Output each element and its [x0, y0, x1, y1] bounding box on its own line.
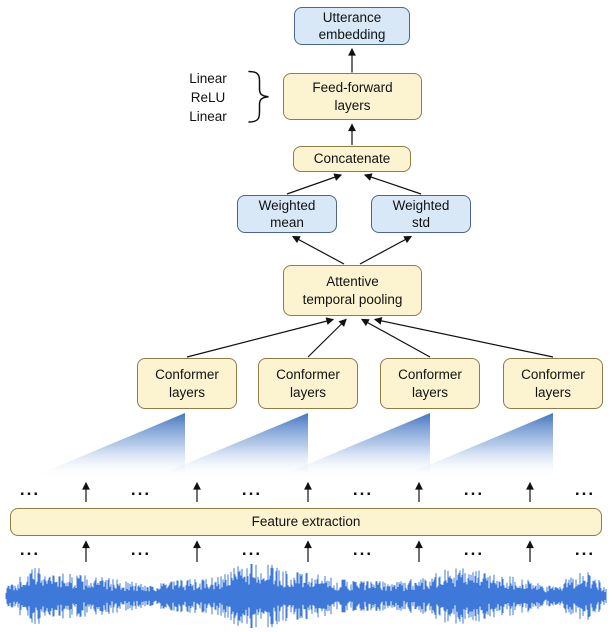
- node-conformer-layers-1: Conformer layers: [137, 358, 237, 409]
- ffn-annotation-linear-2: Linear: [189, 109, 227, 124]
- ffn-annotation-linear-1: Linear: [189, 71, 227, 86]
- node-feature-extraction: Feature extraction: [10, 508, 602, 536]
- flow-arrows: [82, 47, 554, 562]
- frames-ellipsis: ...: [352, 540, 374, 559]
- context-window-triangles: [30, 413, 553, 478]
- frames-ellipsis: ...: [463, 480, 485, 499]
- frames-ellipsis: ...: [19, 540, 41, 559]
- node-weighted-mean: Weighted mean: [237, 195, 337, 233]
- frames-ellipsis: ...: [463, 540, 485, 559]
- frames-ellipsis: ...: [352, 480, 374, 499]
- node-concatenate: Concatenate: [293, 146, 411, 172]
- frames-ellipsis: ...: [19, 480, 41, 499]
- frames-ellipsis: ...: [130, 480, 152, 499]
- node-utterance-embedding: Utterance embedding: [294, 7, 410, 45]
- node-attentive-temporal-pooling: Attentive temporal pooling: [283, 265, 422, 316]
- context-window-triangle: [152, 413, 308, 478]
- node-conformer-layers-3: Conformer layers: [380, 358, 480, 409]
- frames-ellipsis: ...: [574, 540, 596, 559]
- node-weighted-std: Weighted std: [371, 195, 471, 233]
- frames-ellipsis: ...: [241, 540, 263, 559]
- node-conformer-layers-4: Conformer layers: [503, 358, 603, 409]
- node-feed-forward-layers: Feed-forward layers: [283, 73, 422, 120]
- ffn-annotation-relu: ReLU: [190, 90, 226, 105]
- frames-ellipsis: ...: [574, 480, 596, 499]
- frames-ellipsis: ...: [130, 540, 152, 559]
- frames-ellipsis: ...: [241, 480, 263, 499]
- ffn-annotation: Linear ReLU Linear: [172, 69, 244, 126]
- context-window-triangle: [398, 413, 553, 478]
- ffn-brace: [248, 70, 269, 123]
- context-window-triangle: [30, 413, 185, 478]
- audio-waveform: [5, 564, 607, 628]
- context-window-triangle: [275, 413, 430, 478]
- node-conformer-layers-2: Conformer layers: [258, 358, 358, 409]
